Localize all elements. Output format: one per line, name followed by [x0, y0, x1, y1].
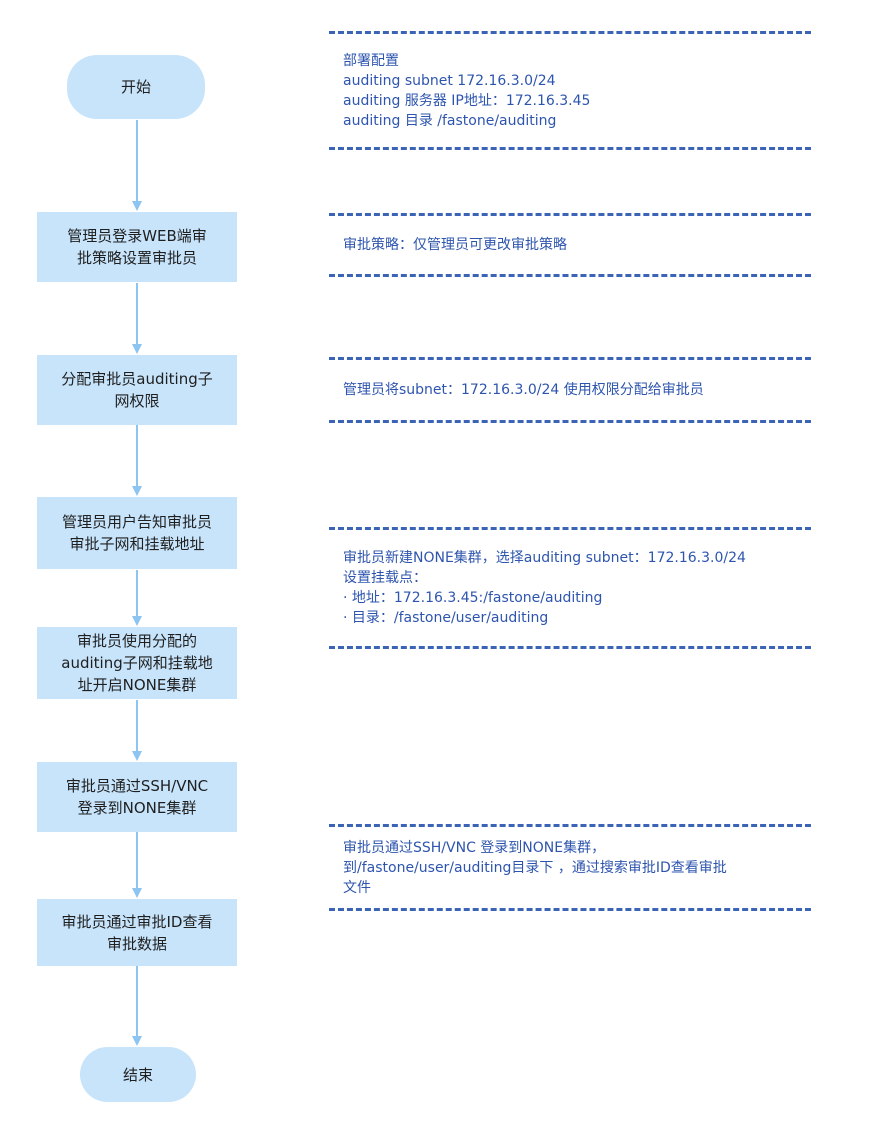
note-view-files: 审批员通过SSH/VNC 登录到NONE集群， 到/fastone/user/a… [329, 824, 811, 911]
step3-line: 审批子网和挂载地址 [69, 535, 205, 553]
step1-line: 批策略设置审批员 [76, 249, 197, 267]
step4-line: auditing子网和挂载地 [61, 654, 213, 672]
note-line: 设置挂载点： [343, 570, 427, 586]
step2-line: 网权限 [114, 392, 160, 410]
note-line: 到/fastone/user/auditing目录下 ，通过搜索审批ID查看审批 [343, 859, 727, 876]
step6-line: 审批员通过审批ID查看 [61, 912, 213, 931]
note-line: auditing 服务器 IP地址：172.16.3.45 [343, 92, 591, 109]
start-label: 开始 [120, 78, 151, 96]
note-line: 审批员新建NONE集群，选择auditing subnet：172.16.3.0… [343, 550, 746, 566]
note-line: 审批员通过SSH/VNC 登录到NONE集群， [343, 839, 606, 856]
note-line: · 目录：/fastone/user/auditing [343, 610, 549, 626]
note-line: 部署配置 [343, 52, 399, 69]
step3-text: 管理员用户告知审批员 审批子网和挂载地址 [62, 511, 212, 555]
step4-box: 审批员使用分配的 auditing子网和挂载地 址开启NONE集群 [37, 627, 237, 699]
step2-line: 分配审批员auditing子 [61, 370, 213, 388]
note-line: 文件 [343, 879, 371, 896]
note-permission: 管理员将subnet：172.16.3.0/24 使用权限分配给审批员 [329, 357, 811, 423]
step3-line: 管理员用户告知审批员 [61, 513, 212, 531]
note-deploy-config: 部署配置 auditing subnet 172.16.3.0/24 audit… [329, 31, 811, 150]
step1-text: 管理员登录WEB端审 批策略设置审批员 [67, 225, 207, 269]
step4-line: 址开启NONE集群 [77, 676, 197, 694]
step6-box: 审批员通过审批ID查看 审批数据 [37, 899, 237, 966]
step4-text: 审批员使用分配的 auditing子网和挂载地 址开启NONE集群 [61, 630, 212, 696]
note-line: 审批策略：仅管理员可更改审批策略 [343, 237, 567, 253]
step6-line: 审批数据 [106, 934, 167, 953]
note-approval-policy: 审批策略：仅管理员可更改审批策略 [329, 213, 811, 277]
note-line: auditing subnet 172.16.3.0/24 [343, 72, 556, 89]
note-line: 管理员将subnet：172.16.3.0/24 使用权限分配给审批员 [343, 382, 704, 398]
step5-line: 登录到NONE集群 [77, 799, 197, 817]
step1-box: 管理员登录WEB端审 批策略设置审批员 [37, 212, 237, 282]
step4-line: 审批员使用分配的 [76, 632, 197, 650]
start-node: 开始 [67, 55, 205, 119]
step5-text: 审批员通过SSH/VNC 登录到NONE集群 [66, 775, 208, 819]
step1-line: 管理员登录WEB端审 [67, 227, 207, 245]
note-create-cluster: 审批员新建NONE集群，选择auditing subnet：172.16.3.0… [329, 527, 811, 649]
end-node: 结束 [80, 1047, 196, 1102]
step2-text: 分配审批员auditing子 网权限 [61, 368, 212, 412]
step3-box: 管理员用户告知审批员 审批子网和挂载地址 [37, 497, 237, 569]
step5-line: 审批员通过SSH/VNC [65, 777, 209, 795]
step2-box: 分配审批员auditing子 网权限 [37, 355, 237, 425]
end-label: 结束 [122, 1065, 153, 1084]
note-line: · 地址：172.16.3.45:/fastone/auditing [343, 590, 603, 606]
step5-box: 审批员通过SSH/VNC 登录到NONE集群 [37, 762, 237, 832]
step6-text: 审批员通过审批ID查看 审批数据 [62, 911, 213, 955]
note-line: auditing 目录 /fastone/auditing [343, 112, 557, 129]
